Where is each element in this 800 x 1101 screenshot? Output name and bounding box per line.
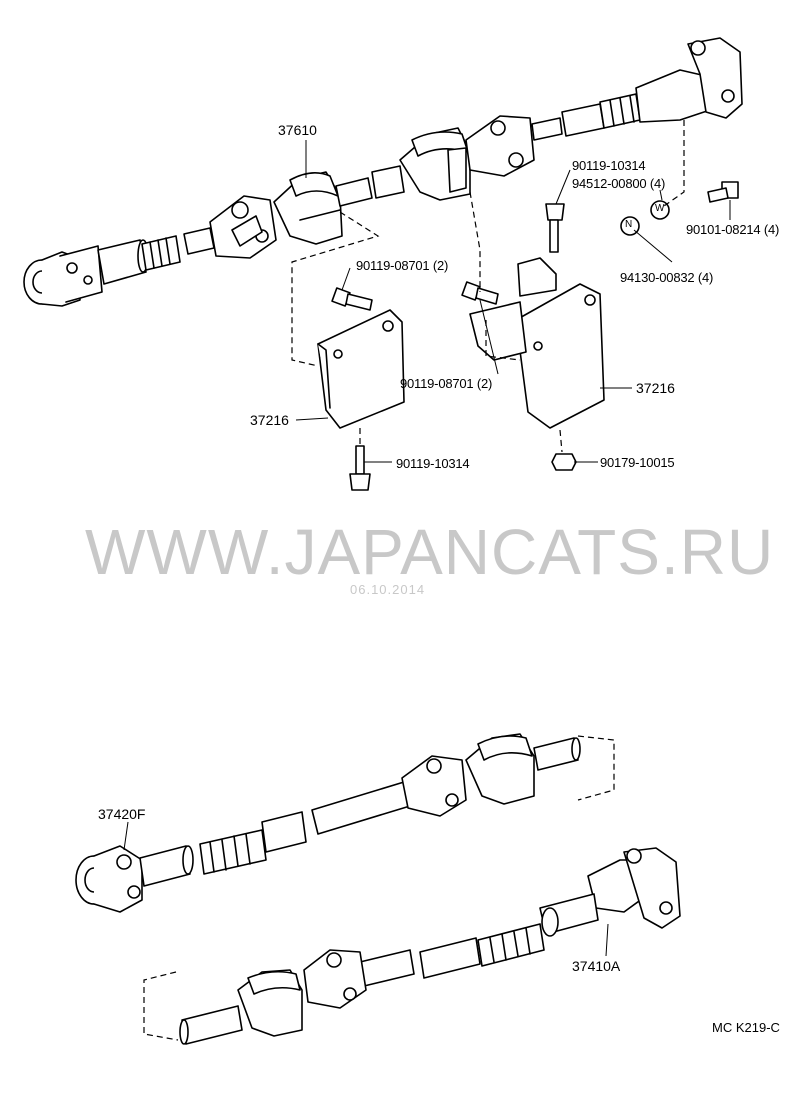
label-37216-right: 37216 xyxy=(636,380,675,396)
bolt-90119-10314-bottom xyxy=(349,445,371,491)
bolt-90101-08214 xyxy=(707,181,739,203)
washer-symbol-w: W xyxy=(655,203,665,214)
yoke-37410A xyxy=(587,847,681,929)
center-bearing-37610 xyxy=(273,171,343,245)
lower-spline xyxy=(419,923,545,979)
dash-left-bracket xyxy=(291,211,380,367)
universal-joint-lower xyxy=(303,949,367,1009)
dash-lower-assembly xyxy=(143,971,179,1041)
universal-joint-1 xyxy=(209,195,277,259)
bracket-37216-right xyxy=(469,257,605,429)
date-stamp: 06.10.2014 xyxy=(350,582,426,597)
label-37410A: 37410A xyxy=(572,958,621,974)
spline-sleeve xyxy=(199,811,307,875)
label-94130-00832: 94130-00832 (4) xyxy=(620,270,714,285)
label-90119-08701-left: 90119-08701 (2) xyxy=(356,258,449,273)
yoke-37420F xyxy=(75,845,143,913)
label-90179-10015: 90179-10015 xyxy=(600,455,675,470)
nut-90179-10015 xyxy=(551,453,577,471)
bolt-90119-08701-right xyxy=(461,281,499,305)
label-94512-00800: 94512-00800 (4) xyxy=(572,176,666,191)
label-37610: 37610 xyxy=(278,122,317,138)
universal-joint-upper xyxy=(401,755,467,817)
label-90119-10314-bottom: 90119-10314 xyxy=(396,456,470,471)
front-tube xyxy=(97,239,147,285)
bracket-37216-left xyxy=(317,309,405,429)
label-90119-08701-right: 90119-08701 (2) xyxy=(400,376,493,391)
long-tube-upper xyxy=(311,781,411,835)
nut-symbol-n: N xyxy=(625,219,633,230)
label-37420F: 37420F xyxy=(98,806,146,822)
dash-right-bracket-2 xyxy=(485,320,521,361)
center-bearing-2 xyxy=(399,127,471,201)
center-bearing-lower xyxy=(237,969,303,1037)
label-90119-10314-top: 90119-10314 xyxy=(572,158,646,173)
bolt-90119-08701-left xyxy=(331,287,373,311)
front-spline xyxy=(141,235,181,271)
watermark: WWW.JAPANCATS.RU xyxy=(85,516,775,588)
bolt-90119-10314-top xyxy=(545,203,565,253)
rear-flange-yoke xyxy=(635,37,743,123)
dash-upper-assembly xyxy=(577,735,615,801)
center-bearing-upper xyxy=(465,733,535,805)
diagram-code: MC K219-C xyxy=(712,1020,780,1035)
universal-joint-2 xyxy=(465,115,535,177)
label-90101-08214: 90101-08214 (4) xyxy=(686,222,780,237)
dash-rear xyxy=(663,120,685,207)
rear-spline xyxy=(599,93,641,129)
dash-right-bracket xyxy=(469,191,481,292)
label-37216-left: 37216 xyxy=(250,412,289,428)
front-flange-yoke xyxy=(23,245,103,307)
